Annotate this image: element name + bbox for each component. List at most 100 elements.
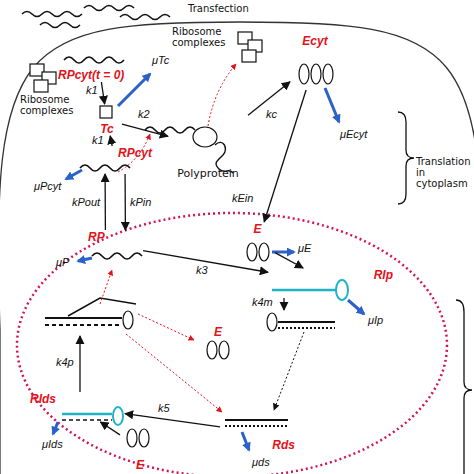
rate-constant: kEin bbox=[232, 192, 253, 205]
replication-complex bbox=[45, 317, 122, 319]
reaction-arrow bbox=[101, 82, 104, 104]
rna-strand bbox=[84, 6, 134, 11]
protein-symbol bbox=[311, 64, 321, 84]
species-node: Polyprotein bbox=[168, 114, 248, 180]
degradation-arrow bbox=[78, 258, 92, 261]
bracket bbox=[398, 112, 414, 204]
protein-symbol bbox=[247, 243, 257, 261]
text-label: Transfection bbox=[188, 3, 249, 14]
replication-intermediate bbox=[62, 413, 112, 416]
species-node: Rds bbox=[220, 412, 295, 452]
rate-label: μIds bbox=[42, 438, 63, 450]
reaction-arrow bbox=[122, 124, 168, 136]
rate-label: μP bbox=[56, 256, 69, 268]
species-label: Tc bbox=[100, 122, 114, 136]
rna-strand bbox=[64, 57, 124, 63]
protein-symbol bbox=[127, 429, 137, 447]
species-node: E bbox=[240, 222, 275, 264]
rate-label: μE bbox=[298, 242, 311, 254]
species-label: RPcyt bbox=[118, 146, 152, 160]
text-label: Translation in cytoplasm bbox=[416, 156, 474, 189]
reaction-arrow bbox=[275, 253, 303, 268]
rna-duplex bbox=[225, 419, 288, 421]
species-node: E bbox=[120, 424, 160, 472]
species-node: RP bbox=[88, 230, 143, 262]
text-label: Ribosome complexes bbox=[20, 94, 82, 116]
dotted-arrow bbox=[126, 334, 222, 412]
rate-constant: kPout bbox=[72, 196, 100, 209]
degradation-arrow bbox=[325, 88, 339, 122]
reaction-arrow bbox=[264, 90, 306, 222]
replication-intermediate bbox=[113, 407, 123, 425]
degradation-arrow bbox=[53, 422, 58, 434]
species-node: E bbox=[198, 325, 238, 365]
cell-membrane bbox=[0, 22, 474, 474]
degradation-arrow bbox=[348, 300, 364, 314]
rate-constant: k3 bbox=[196, 264, 208, 277]
rna-strand bbox=[145, 127, 195, 133]
protein-symbol bbox=[123, 311, 133, 329]
ribosome-symbol bbox=[242, 50, 256, 62]
reaction-arrow bbox=[100, 422, 120, 435]
dotted-arrow bbox=[100, 270, 112, 304]
reaction-arrow bbox=[79, 336, 80, 392]
reaction-arrow bbox=[283, 298, 284, 310]
reaction-arrow bbox=[110, 136, 112, 146]
species-label: E bbox=[136, 458, 144, 472]
rna-duplex bbox=[278, 321, 335, 323]
species-label: RIp bbox=[374, 268, 393, 282]
rate-label: μPcyt bbox=[34, 180, 61, 192]
protein-symbol bbox=[207, 341, 217, 359]
species-label: E bbox=[214, 325, 222, 339]
degradation-arrow bbox=[66, 170, 82, 179]
rna-duplex bbox=[278, 327, 335, 329]
rna-strand bbox=[120, 15, 170, 20]
species-node: Ecyt bbox=[290, 34, 340, 90]
bracket bbox=[456, 300, 472, 474]
nucleus-boundary bbox=[17, 213, 447, 474]
ribosome-symbol bbox=[34, 80, 48, 92]
rate-constant: k5 bbox=[158, 402, 170, 415]
protein-symbol bbox=[323, 64, 333, 84]
ribosome-symbol bbox=[193, 127, 217, 147]
species-label: Ecyt bbox=[302, 34, 327, 48]
species-label: Rds bbox=[272, 438, 295, 452]
rna-strand bbox=[40, 23, 80, 28]
protein-symbol bbox=[299, 64, 309, 84]
reaction-arrow bbox=[125, 414, 220, 427]
rna-strand bbox=[80, 165, 130, 171]
species-node: RIds bbox=[30, 392, 125, 422]
species-node: RPcyt bbox=[78, 146, 152, 174]
replication-complex bbox=[45, 324, 122, 326]
degradation-arrow bbox=[272, 251, 294, 254]
rate-constant: k1 bbox=[86, 84, 98, 97]
protein-symbol bbox=[259, 243, 269, 261]
rna-duplex bbox=[225, 425, 288, 427]
protein-symbol bbox=[267, 313, 277, 331]
text-label: Ribosome complexes bbox=[172, 26, 234, 48]
species-label: Polyprotein bbox=[177, 167, 239, 180]
protein-symbol bbox=[139, 429, 149, 447]
rate-label: μIp bbox=[368, 314, 383, 326]
replication-complex bbox=[68, 298, 136, 316]
dotted-arrow bbox=[274, 332, 304, 410]
rna-strand bbox=[22, 12, 82, 17]
species-node: RPcyt(t = 0) bbox=[58, 50, 140, 82]
species-label: RIds bbox=[30, 392, 56, 406]
species-node: RIp bbox=[268, 268, 393, 298]
reaction-arrow bbox=[104, 174, 106, 230]
replication-intermediate bbox=[336, 280, 348, 300]
replication-intermediate bbox=[62, 419, 112, 421]
rate-constant: kPin bbox=[130, 196, 151, 209]
rate-constant: k2 bbox=[138, 108, 150, 121]
reaction-arrow bbox=[124, 174, 126, 230]
replication-intermediate bbox=[272, 289, 336, 292]
rate-constant: kc bbox=[266, 108, 277, 121]
rate-label: k4p bbox=[56, 356, 74, 368]
protein-symbol bbox=[219, 341, 229, 359]
rna-strand bbox=[92, 253, 142, 259]
species-node: Tc bbox=[92, 104, 122, 136]
species-label: RP bbox=[88, 230, 105, 244]
rate-constant: k1 bbox=[92, 134, 104, 147]
